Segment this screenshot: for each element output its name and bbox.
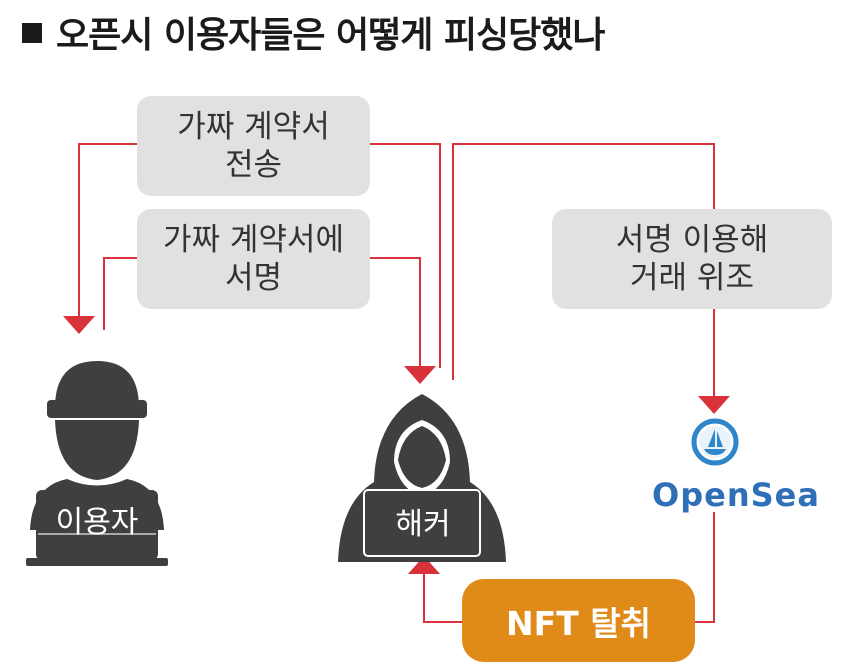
nft-theft-box: NFT 탈취 bbox=[462, 579, 695, 662]
box-sign-line1: 가짜 계약서에 bbox=[163, 222, 344, 258]
hacker-label: 해커 bbox=[395, 507, 451, 542]
box-forge-line2: 거래 위조 bbox=[630, 260, 754, 296]
box-send-fake-contract: 가짜 계약서 전송 bbox=[137, 96, 370, 196]
user-label: 이용자 bbox=[55, 505, 139, 540]
box-sign-fake-contract: 가짜 계약서에 서명 bbox=[137, 209, 370, 309]
box-forge-trade: 서명 이용해 거래 위조 bbox=[552, 209, 832, 309]
box-send-line2: 전송 bbox=[224, 147, 283, 183]
arrowhead-user bbox=[63, 316, 95, 334]
user-figure-icon bbox=[26, 361, 168, 566]
arrowhead-hacker-up bbox=[408, 556, 440, 574]
arrowhead-hacker-in bbox=[404, 366, 436, 384]
arrow-nft-return bbox=[695, 512, 715, 623]
page-title: 오픈시 이용자들은 어떻게 피싱당했나 bbox=[22, 6, 606, 58]
arrowhead-opensea bbox=[698, 396, 730, 414]
hacker-figure-icon bbox=[338, 394, 506, 562]
opensea-sailboat-icon bbox=[691, 418, 739, 466]
box-forge-line1: 서명 이용해 bbox=[615, 222, 769, 258]
arrow-nft-to-hacker bbox=[423, 572, 462, 623]
box-sign-line2: 서명 bbox=[224, 260, 283, 296]
title-text: 오픈시 이용자들은 어떻게 피싱당했나 bbox=[56, 15, 606, 56]
box-send-line1: 가짜 계약서 bbox=[177, 109, 330, 145]
opensea-wordmark: OpenSea bbox=[652, 476, 820, 514]
title-bullet-icon bbox=[22, 23, 42, 43]
